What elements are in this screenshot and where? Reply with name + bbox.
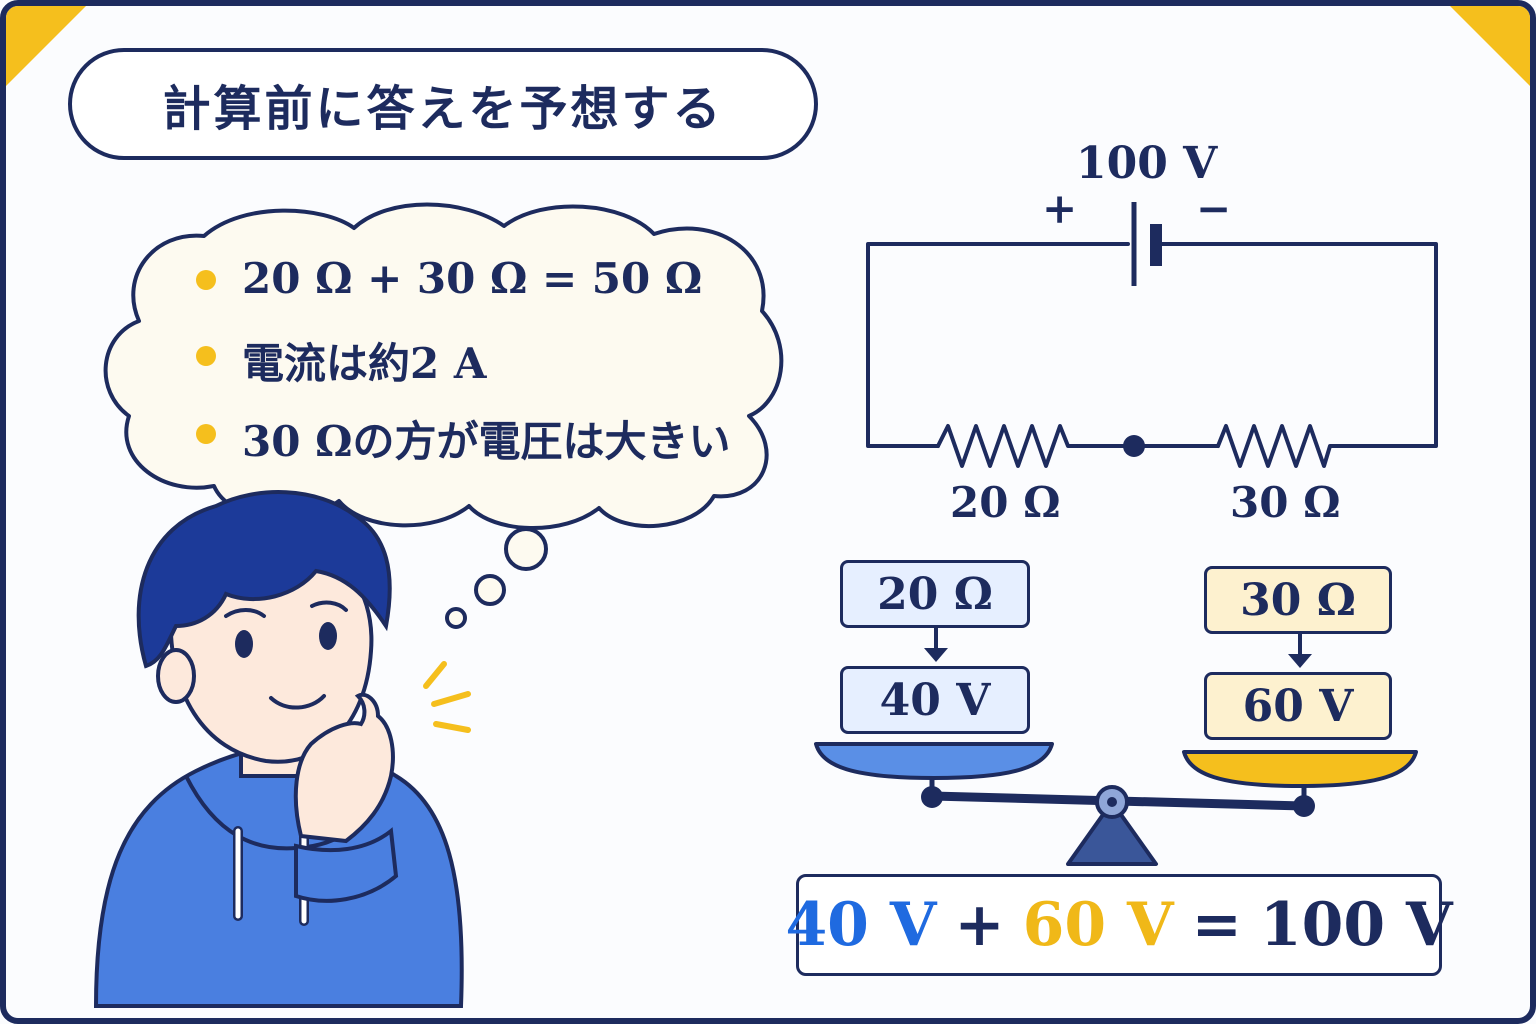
voltage-sum-equation: 40 V + 60 V = 100 V — [785, 874, 1453, 976]
corner-accent-left — [6, 6, 86, 86]
bullet-dot — [196, 270, 216, 290]
left-resistance-box: 20 Ω — [840, 560, 1030, 628]
resistor-1-label: 20 Ω — [950, 478, 1061, 527]
equation-term-2: 60 V — [1022, 890, 1174, 960]
bubble-line-2: 電流は約2 A — [242, 339, 487, 388]
page-title: 計算前に答えを予想する — [162, 81, 724, 137]
right-resistance-box: 30 Ω — [1204, 566, 1392, 634]
bubble-line-1: 20 Ω + 30 Ω = 50 Ω — [242, 254, 703, 303]
equation-total: 100 V — [1259, 890, 1453, 960]
equation-term-1: 40 V — [785, 890, 937, 960]
battery-voltage-label: 100 V — [1076, 138, 1218, 189]
equation-equals: = — [1191, 890, 1242, 960]
bullet-dot — [196, 346, 216, 366]
bubble-line-3: 30 Ωの方が電圧は大きい — [242, 417, 731, 466]
title-banner: 計算前に答えを予想する — [68, 48, 818, 160]
thought-bubble — [103, 202, 784, 629]
spark-lines — [423, 661, 471, 733]
bullet-dot — [196, 424, 216, 444]
balance-scale — [814, 628, 1418, 866]
minus-sign: − — [1196, 184, 1232, 233]
right-voltage-box: 60 V — [1204, 672, 1392, 740]
plus-sign: + — [1042, 184, 1078, 233]
equation-plus: + — [954, 890, 1005, 960]
corner-accent-right — [1450, 6, 1530, 86]
thinking-boy-illustration — [93, 490, 464, 1008]
left-voltage-box: 40 V — [840, 666, 1030, 734]
resistor-2-label: 30 Ω — [1230, 478, 1341, 527]
series-circuit — [866, 202, 1438, 468]
